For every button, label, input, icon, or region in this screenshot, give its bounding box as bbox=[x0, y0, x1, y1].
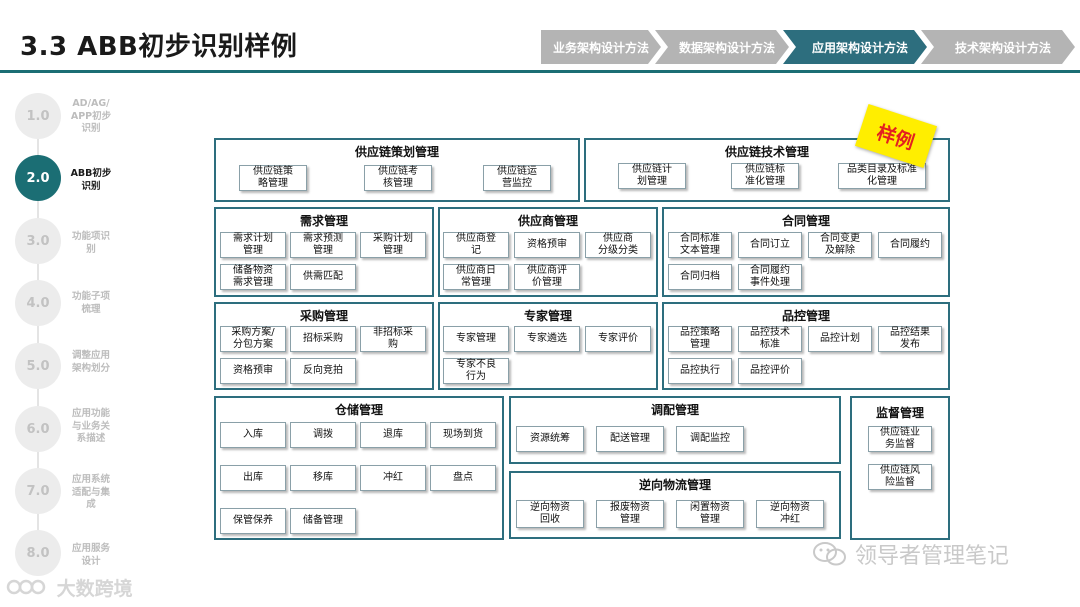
capability-box[interactable]: 入库 bbox=[220, 422, 286, 448]
capability-box[interactable]: 储备物资 需求管理 bbox=[220, 264, 286, 290]
watermark-right: 领导者管理笔记 bbox=[812, 538, 1009, 573]
capability-box[interactable]: 冲红 bbox=[360, 465, 426, 491]
group-title: 供应链技术管理 bbox=[724, 145, 809, 159]
group-title: 调配管理 bbox=[650, 403, 699, 417]
capability-box[interactable]: 资格预审 bbox=[220, 358, 286, 384]
step-1-label: AD/AG/ APP初步 识别 bbox=[70, 98, 112, 134]
capability-box[interactable]: 品控技术 标准 bbox=[738, 326, 802, 352]
capability-box[interactable]: 品类目录及标准 化管理 bbox=[838, 163, 926, 189]
capability-box[interactable]: 逆向物资 冲红 bbox=[756, 500, 824, 528]
capability-box[interactable]: 合同标准 文本管理 bbox=[668, 232, 732, 258]
capability-box[interactable]: 需求计划 管理 bbox=[220, 232, 286, 258]
capability-box[interactable]: 专家遴选 bbox=[514, 326, 580, 352]
capability-box[interactable]: 专家不良 行为 bbox=[443, 358, 509, 384]
page-title: 3.3 ABB初步识别样例 bbox=[20, 32, 298, 62]
nav-application-architecture[interactable]: 应用架构设计方法 bbox=[783, 30, 927, 64]
capability-box[interactable]: 退库 bbox=[360, 422, 426, 448]
capability-box[interactable]: 供应商登 记 bbox=[443, 232, 509, 258]
step-4-circle[interactable]: 4.0 bbox=[15, 280, 61, 326]
capability-box[interactable]: 移库 bbox=[290, 465, 356, 491]
capability-box[interactable]: 配送管理 bbox=[596, 426, 664, 452]
capability-box[interactable]: 合同变更 及解除 bbox=[808, 232, 872, 258]
group-title: 仓储管理 bbox=[334, 403, 383, 417]
capability-box[interactable]: 供应链计 划管理 bbox=[618, 163, 686, 189]
capability-box[interactable]: 供应链标 准化管理 bbox=[731, 163, 799, 189]
capability-box[interactable]: 资源统筹 bbox=[516, 426, 584, 452]
step-2-circle[interactable]: 2.0 bbox=[15, 155, 61, 201]
capability-box[interactable]: 专家评价 bbox=[585, 326, 651, 352]
capability-box[interactable]: 反向竞拍 bbox=[290, 358, 356, 384]
group-title: 合同管理 bbox=[781, 214, 830, 228]
capability-box[interactable]: 采购计划 管理 bbox=[360, 232, 426, 258]
group-title: 需求管理 bbox=[299, 214, 348, 228]
step-8-circle[interactable]: 8.0 bbox=[15, 530, 61, 576]
capability-box[interactable]: 资格预审 bbox=[514, 232, 580, 258]
capability-box[interactable]: 合同订立 bbox=[738, 232, 802, 258]
capability-box[interactable]: 专家管理 bbox=[443, 326, 509, 352]
capability-box[interactable]: 品控结果 发布 bbox=[878, 326, 942, 352]
capability-box[interactable]: 供应链业 务监督 bbox=[868, 426, 932, 452]
step-rail-line bbox=[37, 100, 39, 570]
group-title: 品控管理 bbox=[781, 309, 830, 323]
capability-box[interactable]: 供应链考 核管理 bbox=[364, 165, 432, 191]
capability-box[interactable]: 报废物资 管理 bbox=[596, 500, 664, 528]
capability-box[interactable]: 供应链运 营监控 bbox=[483, 165, 551, 191]
step-5-circle[interactable]: 5.0 bbox=[15, 343, 61, 389]
group-title: 专家管理 bbox=[523, 309, 572, 323]
capability-box[interactable]: 逆向物资 回收 bbox=[516, 500, 584, 528]
capability-box[interactable]: 储备管理 bbox=[290, 508, 356, 534]
group-title: 监督管理 bbox=[875, 406, 924, 420]
step-1-circle[interactable]: 1.0 bbox=[15, 93, 61, 139]
brand-logo-icon bbox=[6, 576, 50, 603]
capability-box[interactable]: 采购方案/ 分包方案 bbox=[220, 326, 286, 352]
capability-box[interactable]: 供应商日 常管理 bbox=[443, 264, 509, 290]
title-divider bbox=[0, 70, 1080, 73]
nav-technology-architecture[interactable]: 技术架构设计方法 bbox=[921, 30, 1075, 64]
capability-box[interactable]: 盘点 bbox=[430, 465, 496, 491]
capability-box[interactable]: 品控评价 bbox=[738, 358, 802, 384]
capability-box[interactable]: 品控执行 bbox=[668, 358, 732, 384]
group-title: 供应链策划管理 bbox=[354, 145, 439, 159]
capability-box[interactable]: 保管保养 bbox=[220, 508, 286, 534]
capability-box[interactable]: 供需匹配 bbox=[290, 264, 356, 290]
capability-box[interactable]: 出库 bbox=[220, 465, 286, 491]
capability-box[interactable]: 调配监控 bbox=[676, 426, 744, 452]
capability-box[interactable]: 非招标采 购 bbox=[360, 326, 426, 352]
capability-box[interactable]: 闲置物资 管理 bbox=[676, 500, 744, 528]
watermark-left-text: 大数跨境 bbox=[56, 578, 133, 600]
step-6-circle[interactable]: 6.0 bbox=[15, 406, 61, 452]
capability-box[interactable]: 招标采购 bbox=[290, 326, 356, 352]
nav-data-architecture[interactable]: 数据架构设计方法 bbox=[655, 30, 789, 64]
watermark-left: 大数跨境 bbox=[6, 574, 133, 603]
step-5-label: 调整应用 架构划分 bbox=[71, 350, 110, 374]
step-6-label: 应用功能 与业务关 系描述 bbox=[71, 408, 110, 444]
step-7-circle[interactable]: 7.0 bbox=[15, 468, 61, 514]
nav-business-architecture[interactable]: 业务架构设计方法 bbox=[541, 30, 661, 64]
watermark-right-text: 领导者管理笔记 bbox=[855, 544, 1010, 569]
capability-box[interactable]: 合同履约 bbox=[878, 232, 942, 258]
capability-box[interactable]: 合同履约 事件处理 bbox=[738, 264, 802, 290]
wechat-icon bbox=[812, 541, 848, 573]
step-8-label: 应用服务 设计 bbox=[71, 543, 110, 567]
group-dispatch bbox=[509, 396, 841, 464]
capability-box[interactable]: 供应商 分级分类 bbox=[585, 232, 651, 258]
capability-box[interactable]: 品控策略 管理 bbox=[668, 326, 732, 352]
group-title: 逆向物流管理 bbox=[638, 478, 711, 492]
capability-box[interactable]: 调拨 bbox=[290, 422, 356, 448]
capability-box[interactable]: 供应链策 略管理 bbox=[239, 165, 307, 191]
step-4-label: 功能子项 梳理 bbox=[71, 291, 110, 315]
capability-box[interactable]: 供应链风 险监督 bbox=[868, 464, 932, 490]
step-3-circle[interactable]: 3.0 bbox=[15, 218, 61, 264]
capability-box[interactable]: 现场到货 bbox=[430, 422, 496, 448]
group-title: 供应商管理 bbox=[517, 214, 578, 228]
capability-box[interactable]: 需求预测 管理 bbox=[290, 232, 356, 258]
capability-box[interactable]: 品控计划 bbox=[808, 326, 872, 352]
step-7-label: 应用系统 适配与集 成 bbox=[71, 474, 110, 510]
capability-box[interactable]: 合同归档 bbox=[668, 264, 732, 290]
capability-box[interactable]: 供应商评 价管理 bbox=[514, 264, 580, 290]
step-3-label: 功能项识 别 bbox=[71, 231, 110, 255]
step-2-label: ABB初步 识别 bbox=[70, 168, 112, 192]
group-title: 采购管理 bbox=[299, 309, 348, 323]
